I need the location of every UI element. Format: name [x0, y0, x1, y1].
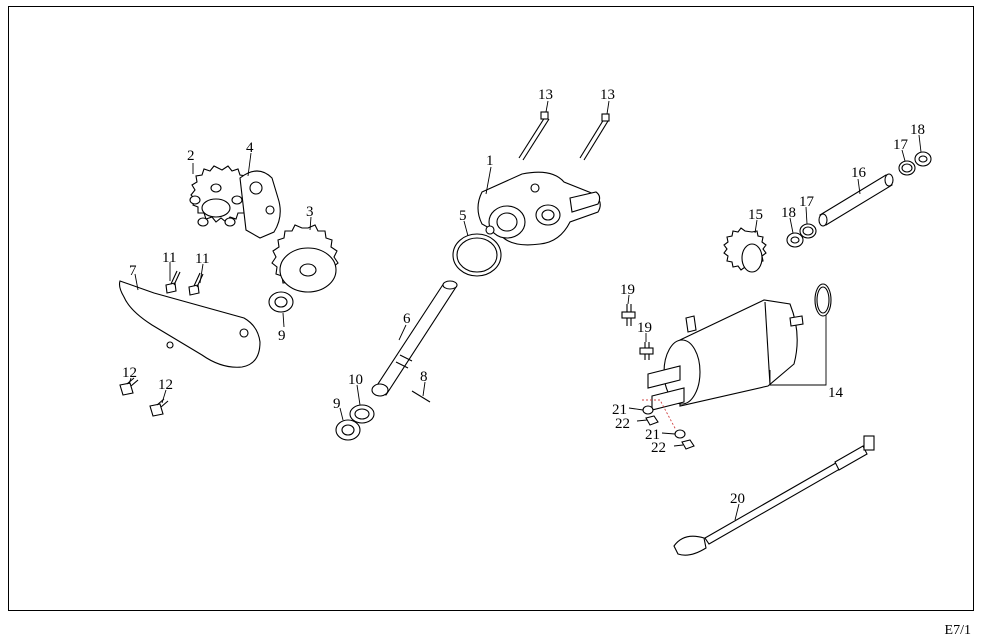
part-14-o-ring — [814, 283, 832, 317]
leader-lines — [128, 100, 922, 521]
callout-20: 20 — [730, 491, 745, 507]
part-7-plate — [118, 280, 261, 368]
callout-17-middle: 17 — [799, 194, 815, 210]
callout-10: 10 — [348, 372, 363, 388]
part-9-washer-upper — [268, 291, 294, 313]
callout-2: 2 — [187, 148, 195, 164]
callout-11-a: 11 — [162, 250, 176, 266]
part-12-bolt-b — [149, 398, 169, 417]
part-17-circlip-middle — [799, 223, 817, 239]
callout-21-b: 21 — [645, 427, 660, 443]
callout-9-lower: 9 — [333, 396, 341, 412]
part-5-o-ring — [452, 233, 502, 277]
part-15-gear — [723, 227, 767, 273]
part-10-circlip — [349, 404, 375, 424]
diagram-frame — [8, 6, 974, 611]
callout-8: 8 — [420, 369, 428, 385]
callout-13-a: 13 — [538, 87, 553, 103]
part-18-washer-upper — [914, 151, 932, 167]
callout-1: 1 — [486, 153, 494, 169]
part-4-pump-cover — [239, 170, 281, 239]
callout-labels: 1 2 3 4 5 6 7 8 9 9 10 11 11 12 12 13 13… — [122, 87, 925, 507]
callout-11-b: 11 — [195, 251, 209, 267]
part-8-pin — [411, 390, 431, 403]
callout-15: 15 — [748, 207, 763, 223]
callout-6: 6 — [403, 311, 411, 327]
part-2-gear — [189, 165, 252, 227]
callout-5: 5 — [459, 208, 467, 224]
part-11-bolt-a — [165, 270, 181, 294]
callout-19-a: 19 — [620, 282, 635, 298]
part-12-bolt-a — [119, 377, 139, 396]
callout-18-middle: 18 — [781, 205, 796, 221]
callout-17-upper: 17 — [893, 137, 909, 153]
callout-12-b: 12 — [158, 377, 173, 393]
callout-13-b: 13 — [600, 87, 615, 103]
part-19-bolt-a — [621, 304, 636, 326]
callout-22-b: 22 — [651, 440, 666, 456]
part-20-cable — [673, 435, 875, 556]
callout-12-a: 12 — [122, 365, 137, 381]
part-14-starter-motor — [647, 299, 804, 411]
callout-19-b: 19 — [637, 320, 652, 336]
callout-18-upper: 18 — [910, 122, 925, 138]
part-22-nut-b — [681, 439, 695, 450]
part-3-gear — [271, 224, 339, 293]
callout-7: 7 — [129, 263, 137, 279]
page-code: E7/1 — [944, 623, 971, 638]
callout-3: 3 — [306, 204, 314, 220]
part-6-shaft — [371, 280, 458, 397]
part-21-washer-a — [642, 405, 654, 415]
part-19-bolt-b — [639, 342, 654, 360]
part-17-circlip-upper — [898, 160, 916, 176]
callout-9-upper: 9 — [278, 328, 286, 344]
part-9-washer-lower — [335, 419, 361, 441]
callout-4: 4 — [246, 140, 254, 156]
callout-14: 14 — [828, 385, 844, 401]
part-22-nut-a — [645, 415, 659, 426]
part-13-bolt-a — [518, 111, 550, 161]
callout-16: 16 — [851, 165, 867, 181]
callout-22-a: 22 — [615, 416, 630, 432]
part-13-bolt-b — [579, 113, 610, 161]
part-21-washer-b — [674, 429, 686, 439]
callout-21-a: 21 — [612, 402, 627, 418]
part-1-pump-housing — [477, 171, 601, 246]
part-16-shaft — [818, 173, 894, 227]
part-18-washer-middle — [786, 232, 804, 248]
